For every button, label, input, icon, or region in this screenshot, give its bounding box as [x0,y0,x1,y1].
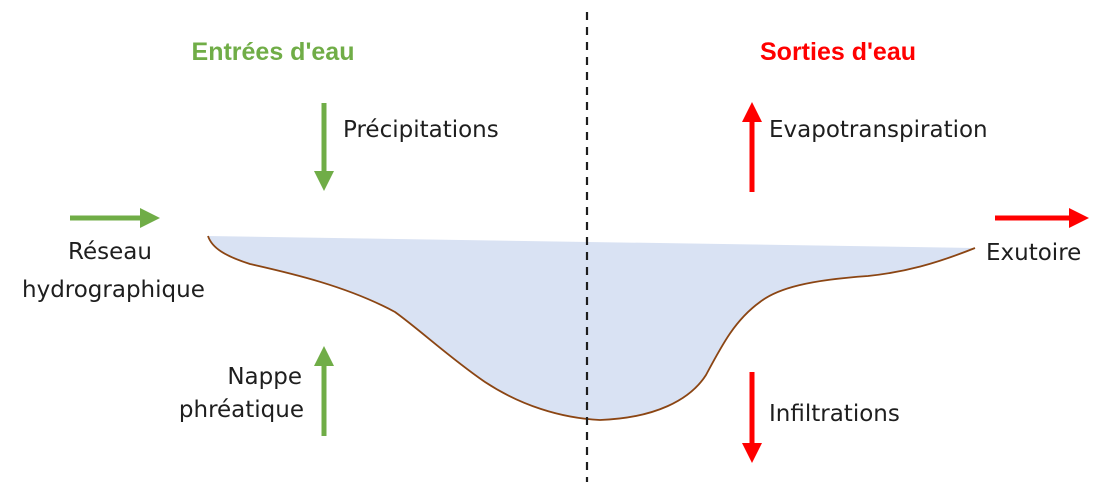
groundwater-label-line1: Nappe [227,364,302,390]
inputs-heading: Entrées d'eau [192,38,355,66]
outputs-heading: Sorties d'eau [760,38,916,66]
lake-shoreline [207,235,976,421]
outlet-label: Exutoire [986,240,1081,266]
precipitations-label: Précipitations [343,117,499,143]
network-label-line1: Réseau [68,239,152,265]
network-label-line2: hydrographique [22,277,205,303]
lake-water [208,236,975,420]
infiltrations-label: Infiltrations [769,401,900,427]
groundwater-label-line2: phréatique [179,397,304,423]
evapotranspiration-label: Evapotranspiration [769,117,988,143]
